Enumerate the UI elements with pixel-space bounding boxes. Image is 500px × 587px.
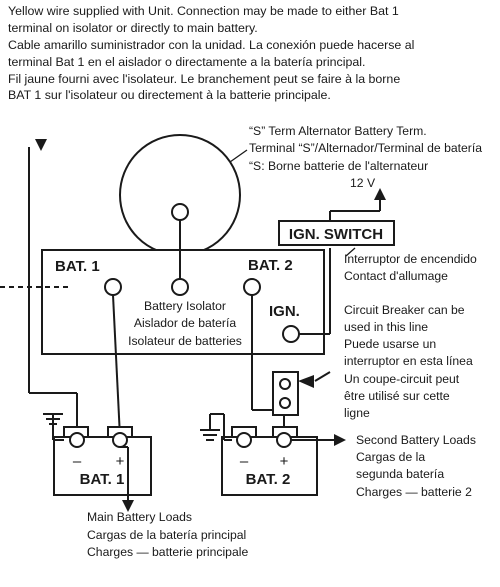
second-loads-label: Cargas de la (356, 450, 425, 464)
bat2-positive-post (276, 432, 292, 448)
ign-terminal-stud (282, 325, 300, 343)
battery2-label: BAT. 2 (246, 471, 291, 488)
install-note-line: terminal Bat 1 en el aislador o directam… (8, 54, 366, 69)
second-loads-label: Charges — batterie 2 (356, 485, 472, 499)
breaker-contact (279, 397, 291, 409)
bat2-plus-sign: + (280, 453, 289, 470)
install-note-line: Cable amarillo suministrador con la unid… (8, 37, 415, 52)
isolator-bat1-label: BAT. 1 (55, 258, 100, 275)
main-loads-label: Cargas de la batería principal (87, 528, 246, 542)
bat1-positive-post (112, 432, 128, 448)
main-loads-arrow-icon (122, 500, 134, 512)
second-loads-arrow-icon (334, 434, 346, 446)
battery1-label: BAT. 1 (80, 471, 125, 488)
alternator-leader (229, 149, 248, 163)
ign-switch-caption: Interruptor de encendido (344, 252, 477, 266)
bat1-minus-sign: – (73, 453, 82, 470)
isolator-ign-label: IGN. (269, 303, 300, 320)
install-note-line: terminal on isolator or directly to main… (8, 20, 258, 35)
install-note-line: BAT 1 sur l'isolateur ou directement à l… (8, 88, 331, 103)
main-loads-label: Main Battery Loads (87, 510, 192, 524)
breaker-contact (279, 378, 291, 390)
circuit-breaker-label: Puede usarse un (344, 337, 436, 351)
bat2-negative-post (236, 432, 252, 448)
isolator-caption: Aislador de batería (134, 316, 237, 330)
install-note: Yellow wire supplied with Unit. Connecti… (8, 3, 414, 104)
circuit-breaker-label: être utilisé sur cette (344, 389, 450, 403)
install-note-line: Fil jaune fourni avec l'isolateur. Le br… (8, 71, 401, 86)
voltage-arrow-icon (374, 188, 386, 200)
alternator-terminal (171, 203, 189, 221)
bat2-minus-sign: – (240, 453, 249, 470)
bat1-plus-sign: + (116, 453, 125, 470)
bat2-terminal-stud (243, 278, 261, 296)
breaker-pointer (314, 371, 331, 382)
yellow-wire-arrow-icon (35, 139, 47, 151)
voltage-label: 12 V (350, 176, 376, 190)
isolator-box (41, 249, 325, 355)
alternator-label: Terminal “S”/Alternador/Terminal de bate… (249, 141, 482, 155)
circuit-breaker-label: ligne (344, 406, 370, 420)
ign-switch-title: IGN. SWITCH (289, 226, 383, 243)
bat1-negative-post (69, 432, 85, 448)
circuit-breaker-label: used in this line (344, 320, 428, 334)
circuit-breaker-label: Un coupe-circuit peut (344, 372, 460, 386)
breaker-arrow-icon (298, 375, 314, 388)
second-loads-label: Second Battery Loads (356, 433, 476, 447)
circuit-breaker-label: Circuit Breaker can be (344, 303, 465, 317)
main-loads-label: Charges — batterie principale (87, 545, 248, 559)
circuit-breaker-label: interruptor en esta línea (344, 354, 473, 368)
alternator-label: “S” Term Alternator Battery Term. (249, 124, 427, 138)
bat1-terminal-stud (104, 278, 122, 296)
second-loads-label: segunda batería (356, 467, 444, 481)
ign-switch-leader (345, 247, 356, 257)
bat1-wire (112, 294, 121, 438)
isolator-bat2-label: BAT. 2 (248, 257, 293, 274)
alternator-terminal-stud (171, 278, 189, 296)
isolator-caption: Isolateur de batteries (128, 334, 242, 348)
ign-switch-box (278, 220, 395, 246)
ign-switch-caption: Contact d'allumage (344, 269, 448, 283)
battery-1 (53, 426, 152, 496)
alternator-label: “S: Borne batterie de l'alternateur (249, 159, 428, 173)
isolator-caption: Battery Isolator (144, 299, 226, 313)
install-note-line: Yellow wire supplied with Unit. Connecti… (8, 4, 399, 18)
